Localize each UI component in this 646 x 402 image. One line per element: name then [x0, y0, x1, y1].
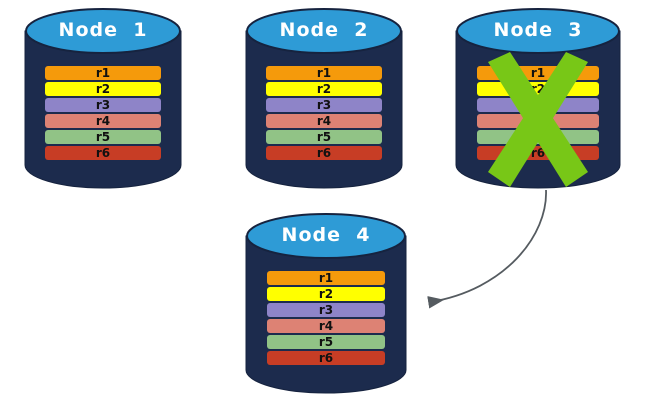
row-bar-r3[interactable]: r3 — [477, 98, 599, 112]
cylinder-top-ellipse — [246, 8, 402, 54]
row-bar-r6[interactable]: r6 — [45, 146, 161, 160]
row-label: r5 — [95, 130, 111, 144]
row-label: r2 — [95, 82, 111, 96]
row-bar-r4[interactable]: r4 — [477, 114, 599, 128]
row-label: r3 — [95, 98, 111, 112]
row-label: r5 — [530, 130, 546, 144]
row-label: r5 — [316, 130, 332, 144]
row-bar-r1[interactable]: r1 — [266, 66, 382, 80]
row-bar-r4[interactable]: r4 — [266, 114, 382, 128]
row-bar-r6[interactable]: r6 — [266, 146, 382, 160]
row-bar-r3[interactable]: r3 — [266, 303, 386, 317]
row-bar-r4[interactable]: r4 — [45, 114, 161, 128]
recovery-arrow — [427, 189, 547, 309]
row-list: r1 r2 r3 r4 r5 r6 — [246, 271, 406, 365]
cylinder-top-ellipse — [25, 8, 181, 54]
row-bar-r5[interactable]: r5 — [45, 130, 161, 144]
row-bar-r5[interactable]: r5 — [266, 335, 386, 349]
row-bar-r3[interactable]: r3 — [266, 98, 382, 112]
row-label: r6 — [530, 146, 546, 160]
row-list: r1 r2 r3 r4 r5 r6 — [456, 66, 620, 160]
row-label: r4 — [318, 319, 334, 333]
row-label: r1 — [95, 66, 111, 80]
row-bar-r1[interactable]: r1 — [477, 66, 599, 80]
row-label: r4 — [530, 114, 546, 128]
row-bar-r1[interactable]: r1 — [45, 66, 161, 80]
cylinder-top-ellipse — [246, 213, 406, 259]
row-label: r4 — [95, 114, 111, 128]
row-label: r3 — [530, 98, 546, 112]
row-label: r2 — [316, 82, 332, 96]
row-label: r5 — [318, 335, 334, 349]
row-label: r6 — [318, 351, 334, 365]
row-list: r1 r2 r3 r4 r5 r6 — [246, 66, 402, 160]
row-bar-r2[interactable]: r2 — [266, 82, 382, 96]
row-bar-r2[interactable]: r2 — [45, 82, 161, 96]
row-bar-r2[interactable]: r2 — [266, 287, 386, 301]
row-bar-r5[interactable]: r5 — [266, 130, 382, 144]
cylinder-top-ellipse — [456, 8, 620, 54]
row-bar-r1[interactable]: r1 — [266, 271, 386, 285]
row-bar-r6[interactable]: r6 — [477, 146, 599, 160]
row-label: r3 — [318, 303, 334, 317]
row-bar-r6[interactable]: r6 — [266, 351, 386, 365]
row-bar-r5[interactable]: r5 — [477, 130, 599, 144]
row-bar-r2[interactable]: r2 — [477, 82, 599, 96]
row-label: r2 — [530, 82, 546, 96]
row-bar-r4[interactable]: r4 — [266, 319, 386, 333]
row-label: r1 — [530, 66, 546, 80]
row-label: r3 — [316, 98, 332, 112]
row-list: r1 r2 r3 r4 r5 r6 — [25, 66, 181, 160]
row-label: r2 — [318, 287, 334, 301]
row-label: r6 — [316, 146, 332, 160]
row-label: r1 — [316, 66, 332, 80]
row-label: r1 — [318, 271, 334, 285]
row-label: r6 — [95, 146, 111, 160]
row-label: r4 — [316, 114, 332, 128]
row-bar-r3[interactable]: r3 — [45, 98, 161, 112]
